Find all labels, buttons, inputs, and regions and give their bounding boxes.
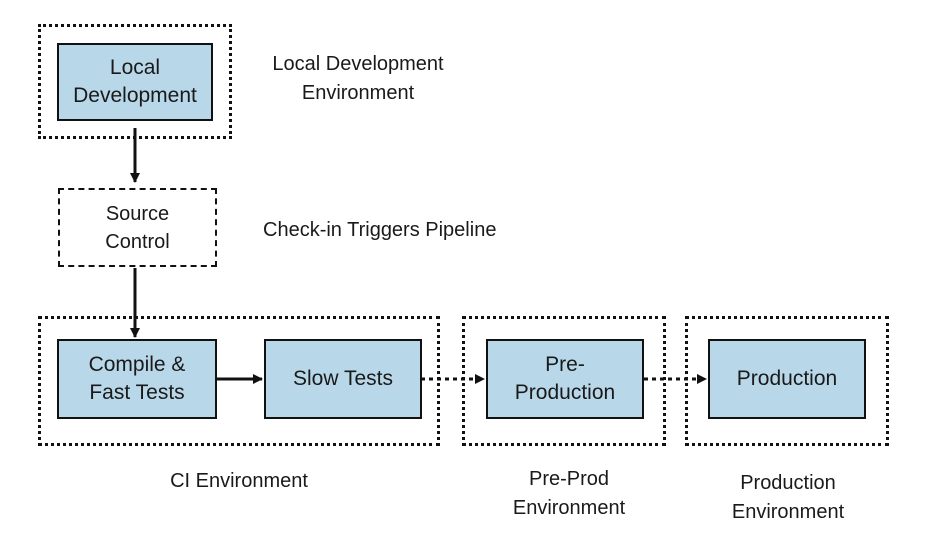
production-environment-boundary — [685, 316, 889, 446]
caption-line: Local Development — [272, 53, 444, 75]
caption-line: CI Environment — [170, 470, 308, 492]
pre-prod-environment-boundary — [462, 316, 666, 446]
node-label-line: Fast Tests — [89, 381, 185, 404]
compile-fast-tests-node: Compile & Fast Tests — [57, 339, 217, 419]
caption-line: Production — [740, 472, 836, 494]
pre-production-node: Pre- Production — [486, 339, 644, 419]
slow-tests-node: Slow Tests — [264, 339, 422, 419]
node-label-line: Development — [73, 84, 197, 107]
ci-environment-caption: CI Environment — [139, 467, 339, 496]
node-label-line: Slow Tests — [293, 367, 393, 390]
node-label-line: Control — [105, 230, 170, 253]
caption-line: Environment — [731, 501, 845, 523]
source-control-node: Source Control — [58, 188, 217, 267]
node-label-line: Pre- — [545, 353, 585, 376]
caption-line: Check-in Triggers Pipeline — [263, 219, 497, 241]
local-environment-boundary — [38, 24, 232, 139]
caption-line: Pre-Prod — [528, 468, 610, 490]
node-label-line: Compile & — [88, 353, 186, 376]
ci-environment-boundary — [38, 316, 440, 446]
caption-line: Environment — [301, 82, 415, 104]
node-label-line: Source — [105, 202, 170, 225]
node-label-line: Production — [514, 381, 616, 404]
caption-line: Environment — [512, 497, 626, 519]
local-development-node: Local Development — [57, 43, 213, 121]
local-development-environment-caption: Local Development Environment — [253, 50, 463, 108]
node-label-line: Local — [109, 56, 161, 79]
check-in-triggers-pipeline-caption: Check-in Triggers Pipeline — [263, 216, 496, 245]
node-label-line: Production — [736, 367, 838, 390]
production-node: Production — [708, 339, 866, 419]
pre-prod-environment-caption: Pre-Prod Environment — [504, 465, 634, 523]
production-environment-caption: Production Environment — [718, 469, 858, 527]
